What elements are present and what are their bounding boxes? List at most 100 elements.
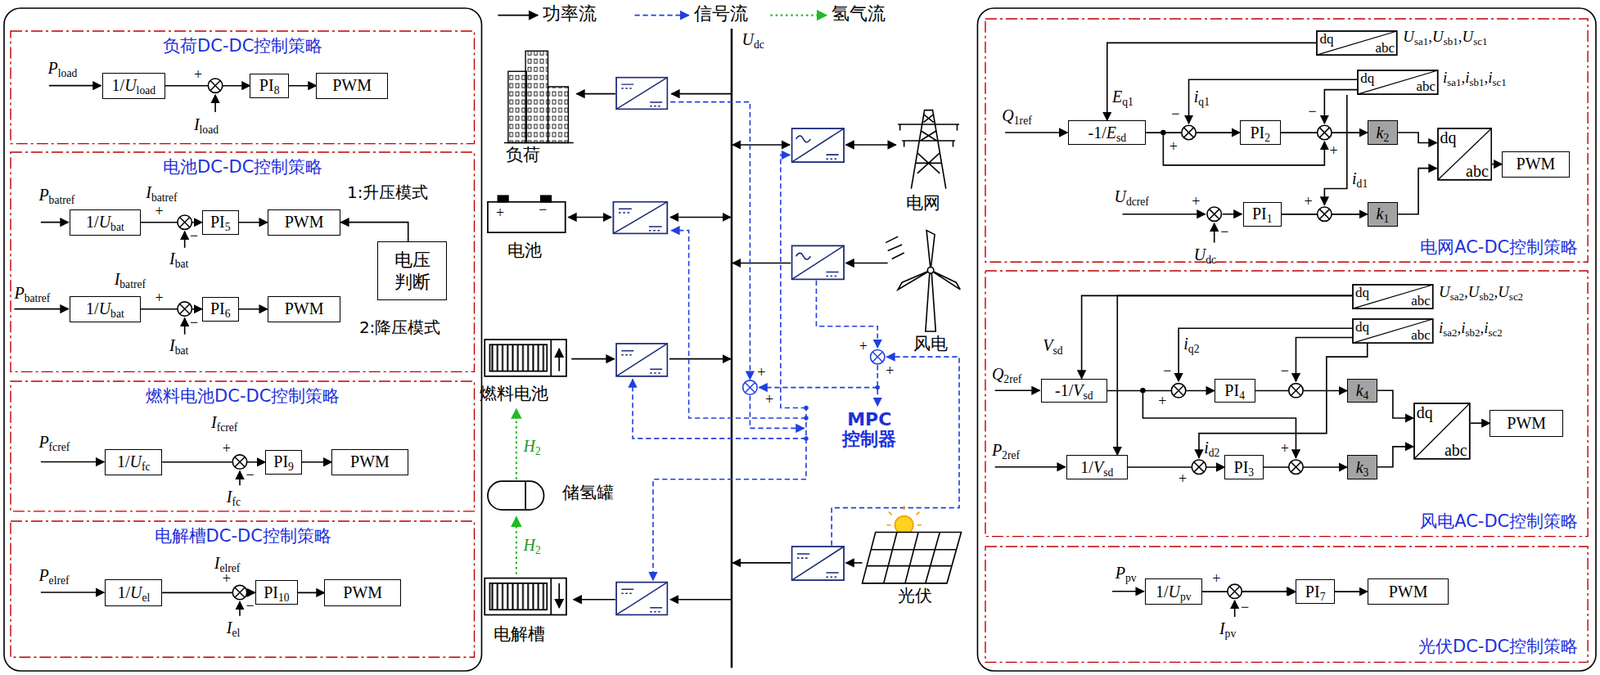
signal-name: isa1,isb1,isc1 xyxy=(1442,69,1507,87)
transform-outline xyxy=(1414,403,1470,460)
signal-name: Ibat xyxy=(169,336,189,355)
pv-icon xyxy=(862,505,962,584)
control-block: PI6 xyxy=(202,297,239,322)
signal-name: id1 xyxy=(1352,169,1368,188)
sign-mark: + xyxy=(1303,193,1312,211)
signal-name: isa2,isb2,isc2 xyxy=(1438,320,1503,338)
control-block: PWM xyxy=(324,579,402,606)
device-name: 电解槽 xyxy=(493,625,546,645)
signal-name: id2 xyxy=(1203,438,1220,457)
legend-text: 功率流 xyxy=(542,4,597,24)
block-text: PWM xyxy=(332,76,372,95)
control-block: 1/Vsd xyxy=(1066,455,1128,480)
device-name: 1:升压模式 xyxy=(347,183,429,202)
panel-outline xyxy=(10,521,475,658)
signal-connector xyxy=(1334,590,1368,593)
control-panel: 电网AC-DC控制策略dqabcdqabc-1/EsdPI2k2PI1k1dqa… xyxy=(984,18,1589,263)
sign-mark: − xyxy=(1220,224,1229,241)
transform-text: abc xyxy=(1415,79,1436,94)
block-text: PI5 xyxy=(210,212,231,232)
signal-name: Pelref xyxy=(38,566,69,585)
sign-mark: + xyxy=(1169,139,1178,156)
signal-flow xyxy=(632,102,960,581)
signal-connector xyxy=(238,221,268,224)
signal-connector xyxy=(1397,132,1437,143)
signal-name: Iel xyxy=(226,618,240,637)
control-block: PWM xyxy=(1501,151,1569,178)
signal-name: Udc xyxy=(1194,245,1217,264)
block-text: PWM xyxy=(350,452,390,472)
control-panel: 光伏DC-DC控制策略1/UpvPI7PWM xyxy=(984,545,1589,663)
transform-outline xyxy=(1437,128,1492,181)
sign-mark: − xyxy=(538,202,547,219)
block-text: 1/Ufc xyxy=(117,452,151,472)
panel-heading: 负荷DC-DC控制策略 xyxy=(160,34,325,58)
signal-connector xyxy=(288,85,317,87)
control-block: PI2 xyxy=(1239,120,1281,145)
decision-text: 电压 判断 xyxy=(390,248,434,294)
block-text: k2 xyxy=(1376,123,1390,143)
control-block: PWM xyxy=(331,449,409,476)
control-block: 1/Uel xyxy=(104,579,163,606)
panel-heading: 电网AC-DC控制策略 xyxy=(1417,235,1581,259)
panel-heading: 光伏DC-DC控制策略 xyxy=(1415,635,1581,659)
transform-outline xyxy=(1352,319,1434,343)
signal-name: Q1ref xyxy=(1001,106,1032,125)
transform-text: abc xyxy=(1375,40,1396,55)
load-building xyxy=(504,50,574,143)
signal-connector xyxy=(1107,42,1317,121)
signal-connector xyxy=(1491,163,1502,166)
transform-text: abc xyxy=(1444,441,1468,459)
signal-name: iq1 xyxy=(1194,87,1210,106)
sign-mark: − xyxy=(189,228,199,245)
sign-mark: − xyxy=(1162,363,1172,380)
signal-name: H2 xyxy=(523,536,541,555)
signal-name: H2 xyxy=(523,437,541,456)
panel-outline xyxy=(10,152,475,373)
transform-text: dq xyxy=(1319,31,1334,46)
control-block: 1/Ufc xyxy=(104,449,163,476)
sign-mark: + xyxy=(757,365,766,382)
control-block: -1/Esd xyxy=(1068,120,1146,145)
signal-connector xyxy=(162,461,266,464)
transform-text: abc xyxy=(1410,328,1431,343)
signal-name: iq2 xyxy=(1183,334,1199,353)
transform-diagonal xyxy=(1352,319,1434,343)
control-block: PWM xyxy=(267,209,342,236)
signal-connector xyxy=(1377,390,1414,419)
control-panel: 负荷DC-DC控制策略1/UloadPI8PWM xyxy=(9,30,476,145)
sign-mark: − xyxy=(245,598,254,615)
control-block: PWM xyxy=(267,296,342,323)
signal-name: Ifc xyxy=(226,487,241,506)
transform-text: abc xyxy=(1410,293,1431,308)
block-text: PI8 xyxy=(259,76,280,95)
control-panel: 电解槽DC-DC控制策略1/UelPI10PWM xyxy=(9,520,476,659)
signal-connector xyxy=(297,592,325,595)
block-text: PWM xyxy=(1506,414,1546,433)
transform-outline xyxy=(1357,70,1438,95)
signal-name: Ipv xyxy=(1219,619,1236,638)
signal-connector xyxy=(1202,590,1297,593)
block-text: PWM xyxy=(1516,154,1556,174)
transform-text: dq xyxy=(1416,404,1434,421)
sign-mark: − xyxy=(245,467,254,484)
signal-connector xyxy=(1117,295,1353,456)
control-panel: 风电AC-DC控制策略dqabcdqabc-1/VsdPI4k41/VsdPI3… xyxy=(984,270,1589,538)
signal-name: Iload xyxy=(193,115,219,134)
control-block: PI5 xyxy=(202,210,239,235)
control-block: PI1 xyxy=(1243,202,1282,227)
transform-text: dq xyxy=(1355,320,1370,334)
transform-diagonal xyxy=(1316,31,1398,55)
panel-outline xyxy=(985,18,1588,262)
signal-connector xyxy=(1127,466,1225,469)
block-text: PWM xyxy=(284,299,325,319)
sign-mark: + xyxy=(765,392,774,409)
signal-name: Usa2,Usb2,Usc2 xyxy=(1438,283,1524,302)
signal-name: Vsd xyxy=(1042,336,1063,355)
sign-mark: + xyxy=(1178,471,1187,488)
signal-connector xyxy=(1377,446,1414,468)
signal-name: Pfcref xyxy=(38,432,70,451)
transform-text: dq xyxy=(1360,71,1375,86)
sign-mark: + xyxy=(193,67,203,84)
sign-mark: + xyxy=(885,363,894,380)
